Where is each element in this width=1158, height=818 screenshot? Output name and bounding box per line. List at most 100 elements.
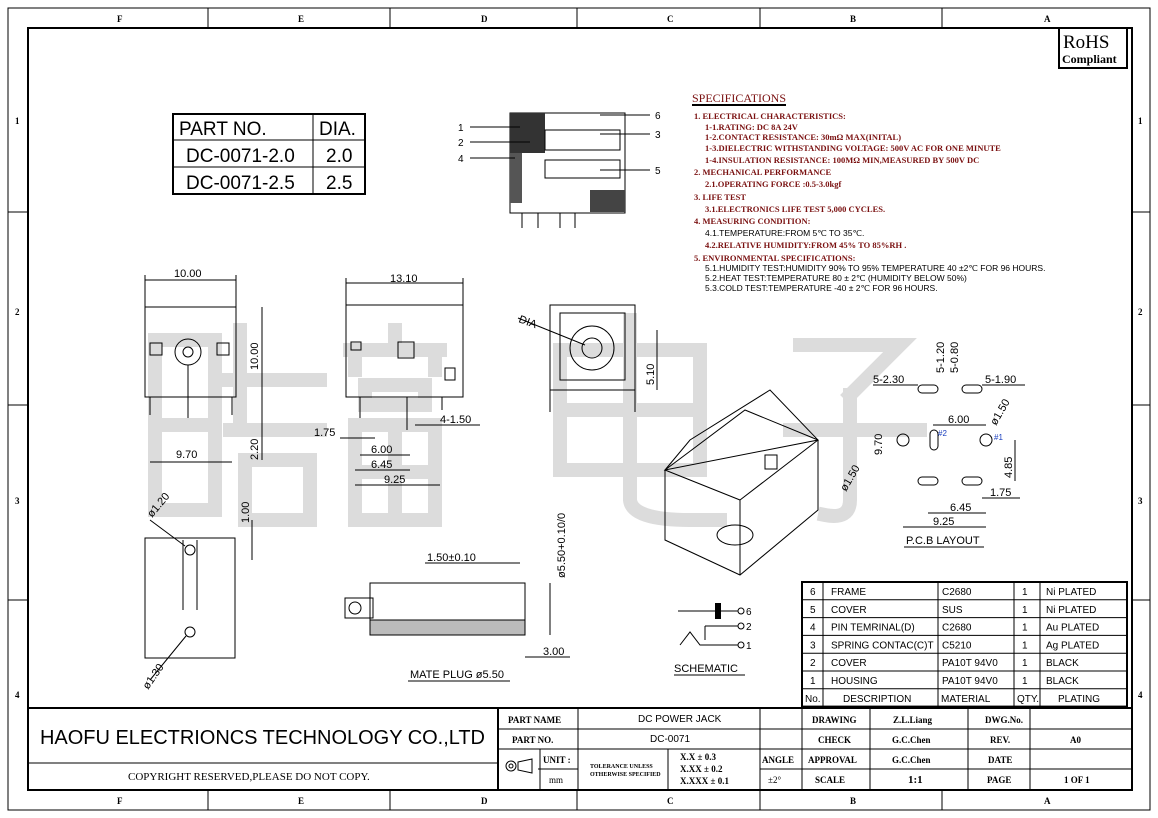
svg-text:5.10: 5.10 xyxy=(645,364,657,385)
svg-text:X.XX ± 0.2: X.XX ± 0.2 xyxy=(680,764,723,774)
bom-cell: Ag PLATED xyxy=(1046,640,1099,651)
bom-cell: 2 xyxy=(810,658,816,669)
svg-text:4-1.50: 4-1.50 xyxy=(440,414,471,426)
svg-text:1: 1 xyxy=(746,641,752,652)
side-view: 13.10 4-1.50 1.75 6.00 6.45 9.25 xyxy=(314,273,480,486)
svg-text:1 OF 1: 1 OF 1 xyxy=(1064,775,1090,785)
part-number-table: PART NO. DIA. DC-0071-2.0 2.0 DC-0071-2.… xyxy=(172,113,366,195)
svg-text:HAOFU ELECTRIONCS TECHNOLOGY C: HAOFU ELECTRIONCS TECHNOLOGY CO.,LTD xyxy=(40,727,485,749)
bom-cell: PA10T 94V0 xyxy=(942,658,998,669)
outer-border xyxy=(7,7,1151,811)
svg-text:1. ELECTRICAL CHARACTERISTICS:: 1. ELECTRICAL CHARACTERISTICS: xyxy=(694,111,846,121)
bom-header: DESCRIPTION xyxy=(843,694,911,705)
svg-text:4: 4 xyxy=(458,154,464,165)
svg-text:5-1.90: 5-1.90 xyxy=(985,374,1016,386)
svg-text:CHECK: CHECK xyxy=(818,735,851,745)
bom-cell: BLACK xyxy=(1046,676,1079,687)
bom-cell: 4 xyxy=(810,623,816,634)
bom-header: PLATING xyxy=(1058,694,1100,705)
svg-text:DC-0071-2.5: DC-0071-2.5 xyxy=(186,173,295,194)
bom-cell: C5210 xyxy=(942,640,972,651)
svg-text:2: 2 xyxy=(1138,307,1143,317)
svg-text:1: 1 xyxy=(15,116,20,126)
bottom-view: ø1.20 1.00 ø1.30 xyxy=(141,491,253,692)
svg-text:SCHEMATIC: SCHEMATIC xyxy=(674,663,738,675)
svg-text:DC-0071-2.0: DC-0071-2.0 xyxy=(186,146,295,167)
svg-text:Compliant: Compliant xyxy=(1062,52,1117,66)
bom-cell: 1 xyxy=(1022,640,1028,651)
svg-text:9.25: 9.25 xyxy=(384,474,405,486)
svg-text:5-2.30: 5-2.30 xyxy=(873,374,904,386)
svg-text:1-2.CONTACT RESISTANCE: 30mΩ M: 1-2.CONTACT RESISTANCE: 30mΩ MAX(INITAL) xyxy=(705,132,901,142)
bom-frame xyxy=(801,581,1128,708)
svg-text:9.25: 9.25 xyxy=(933,516,954,528)
svg-text:Z.L.Liang: Z.L.Liang xyxy=(893,715,933,725)
svg-text:6.45: 6.45 xyxy=(950,502,971,514)
svg-text:DC-0071: DC-0071 xyxy=(650,734,690,745)
svg-text:1.75: 1.75 xyxy=(990,487,1011,499)
svg-text:4.2.RELATIVE HUMIDITY:FROM 45%: 4.2.RELATIVE HUMIDITY:FROM 45% TO 85%RH … xyxy=(705,240,906,250)
svg-text:1.75: 1.75 xyxy=(314,427,335,439)
svg-text:UNIT :: UNIT : xyxy=(543,755,571,765)
svg-text:3: 3 xyxy=(655,130,661,141)
watermark xyxy=(148,313,927,527)
svg-text:ø5.50+0.10/0: ø5.50+0.10/0 xyxy=(556,513,568,578)
svg-text:1-3.DIELECTRIC WITHSTANDING VO: 1-3.DIELECTRIC WITHSTANDING VOLTAGE: 500… xyxy=(705,143,1001,153)
svg-text:ø1.50: ø1.50 xyxy=(988,397,1012,427)
bom-cell: C2680 xyxy=(942,587,972,598)
bom-cell: COVER xyxy=(831,605,867,616)
svg-text:PART NO.: PART NO. xyxy=(512,735,553,745)
svg-text:A: A xyxy=(1044,14,1051,24)
svg-text:mm: mm xyxy=(549,775,563,785)
svg-text:9.70: 9.70 xyxy=(176,449,197,461)
svg-text:1.00: 1.00 xyxy=(240,502,252,523)
svg-text:B: B xyxy=(850,796,856,806)
bom-header: MATERIAL xyxy=(941,694,991,705)
bom-cell: HOUSING xyxy=(831,676,878,687)
svg-text:3: 3 xyxy=(1138,496,1143,506)
svg-text:2.20: 2.20 xyxy=(249,439,261,460)
bom-cell: SUS xyxy=(942,605,963,616)
svg-text:G.C.Chen: G.C.Chen xyxy=(892,735,931,745)
svg-text:TOLERANCE UNLESS: TOLERANCE UNLESS xyxy=(590,764,653,770)
svg-text:DRAWING: DRAWING xyxy=(812,715,857,725)
svg-text:4.1.TEMPERATURE:FROM 5℃ TO 35℃: 4.1.TEMPERATURE:FROM 5℃ TO 35℃. xyxy=(705,228,864,238)
svg-text:DATE: DATE xyxy=(988,755,1012,765)
svg-text:B: B xyxy=(850,14,856,24)
svg-text:#1: #1 xyxy=(994,433,1003,442)
svg-text:6: 6 xyxy=(655,111,661,122)
svg-text:4.85: 4.85 xyxy=(1003,457,1015,478)
bom-cell: Au PLATED xyxy=(1046,623,1099,634)
mate-plug-view: 1.50±0.10 ø5.50+0.10/0 3.00 MATE PLUG ø5… xyxy=(344,513,570,682)
rohs-badge: RoHS Compliant xyxy=(1058,27,1128,69)
svg-text:#2: #2 xyxy=(938,429,947,438)
svg-text:13.10: 13.10 xyxy=(390,273,418,285)
svg-text:ANGLE: ANGLE xyxy=(762,755,794,765)
svg-text:DIA.: DIA. xyxy=(319,119,356,140)
svg-text:DIA: DIA xyxy=(517,314,539,332)
bom-cell: BLACK xyxy=(1046,658,1079,669)
svg-text:6.00: 6.00 xyxy=(371,444,392,456)
bom-cell: 1 xyxy=(1022,587,1028,598)
svg-text:C: C xyxy=(667,796,674,806)
bom-header: QTY. xyxy=(1017,694,1039,705)
bom-cell: FRAME xyxy=(831,587,866,598)
inner-frame xyxy=(27,27,1133,791)
svg-text:5-0.80: 5-0.80 xyxy=(949,342,961,373)
svg-text:3: 3 xyxy=(15,496,20,506)
bom-cell: C2680 xyxy=(942,623,972,634)
svg-text:DWG.No.: DWG.No. xyxy=(985,715,1023,725)
svg-text:1: 1 xyxy=(458,123,464,134)
svg-text:APPROVAL: APPROVAL xyxy=(808,755,857,765)
svg-text:1.50±0.10: 1.50±0.10 xyxy=(427,552,476,564)
bom-cell: PIN TEMRINAL(D) xyxy=(831,623,915,634)
bom-cell: 1 xyxy=(1022,623,1028,634)
svg-text:F: F xyxy=(117,796,123,806)
bom-cell: 1 xyxy=(1022,658,1028,669)
bom-cell: PA10T 94V0 xyxy=(942,676,998,687)
svg-text:SPECIFICATIONS: SPECIFICATIONS xyxy=(692,91,786,105)
svg-text:X.X ± 0.3: X.X ± 0.3 xyxy=(680,752,716,762)
svg-text:D: D xyxy=(481,796,488,806)
bom-cell: 1 xyxy=(810,676,816,687)
